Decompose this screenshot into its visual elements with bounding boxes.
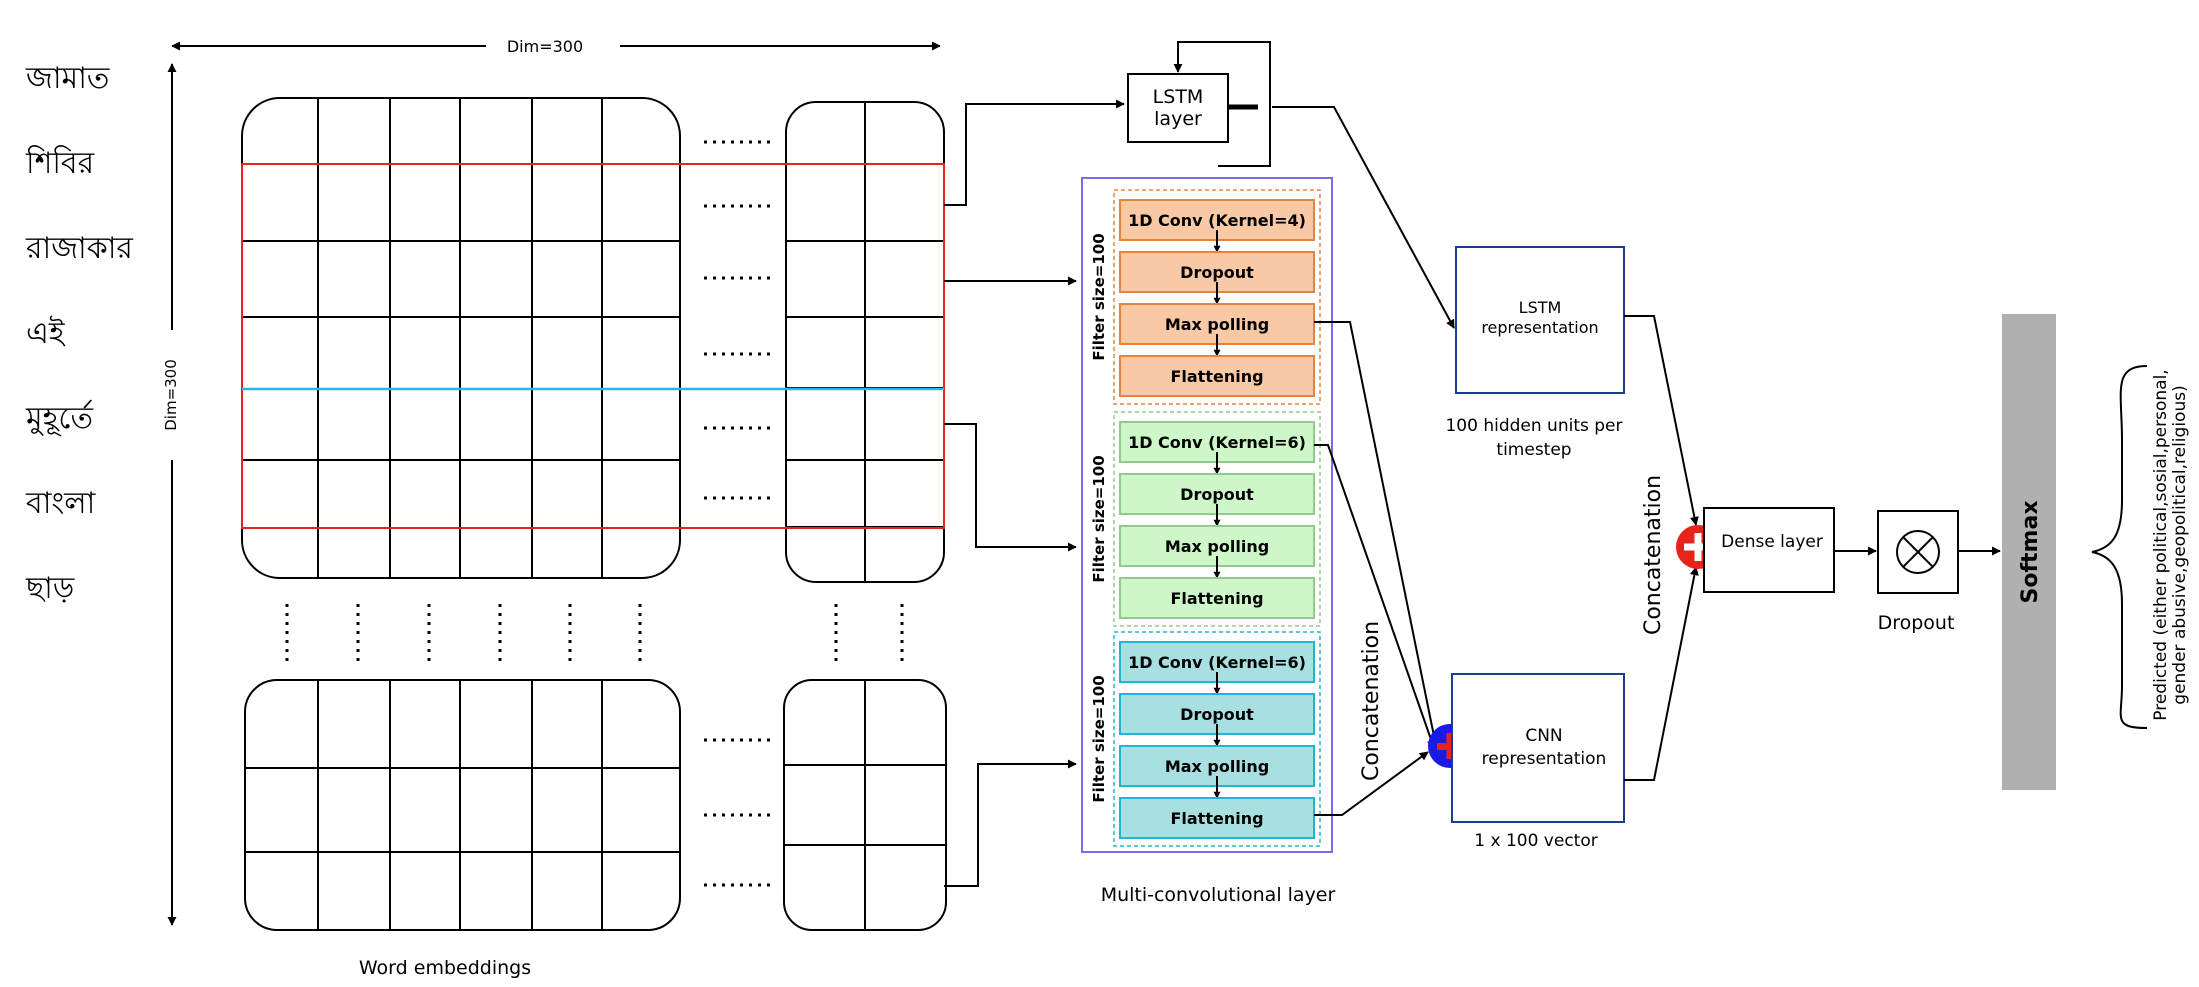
bangla-word: জামাত <box>25 61 110 96</box>
dropout-step-label: Dropout <box>1180 263 1254 282</box>
max-pooling-step-label: Max polling <box>1165 537 1269 556</box>
ellipsis-dots <box>285 140 904 887</box>
filter-size-label: Filter size=100 <box>1090 233 1108 360</box>
multiply-circle-icon <box>1896 530 1940 574</box>
bangla-word: ছাড় <box>25 571 75 606</box>
concat-label-cnn: Concatenation <box>1359 621 1384 781</box>
flattening-step-box <box>1119 355 1315 397</box>
bangla-word: মুহূর্তে <box>25 400 93 436</box>
flattening-step-box <box>1119 797 1315 839</box>
embedding-to-layer-arrows <box>944 99 1125 887</box>
concat-label-final: Concatenation <box>1641 475 1666 635</box>
cnn-representation: CNN representation 1 x 100 vector <box>1451 673 1625 851</box>
dim-vertical-arrow: Dim=300 <box>162 63 180 926</box>
lstm-recurrent-loop <box>1173 41 1271 167</box>
dim-horizontal-arrow: Dim=300 <box>171 37 941 56</box>
max-pooling-step-label: Max polling <box>1165 315 1269 334</box>
lstm-representation-box <box>1455 246 1625 394</box>
multi-conv-outer-box <box>1081 177 1333 853</box>
embedding-matrix-top-left <box>241 97 681 579</box>
bangla-word: রাজাকার <box>25 231 133 266</box>
dense-layer-label: Dense layer <box>1721 532 1823 552</box>
lstm-layer: LSTM layer <box>1127 41 1455 329</box>
cnn-representation-label: representation <box>1482 749 1607 769</box>
repr-to-concat-arrows <box>1624 315 1699 781</box>
bangla-word-list: জামাত শিবির রাজাকার এই মুহূর্তে বাংলা ছা… <box>25 61 133 606</box>
lstm-layer-box <box>1127 73 1229 143</box>
lstm-representation: LSTM representation 100 hidden units per… <box>1445 246 1625 460</box>
dropout-step-box <box>1119 251 1315 293</box>
conv-step-label: 1D Conv (Kernel=4) <box>1128 211 1306 230</box>
flattening-step-label: Flattening <box>1170 589 1263 608</box>
flattening-step-box <box>1119 577 1315 619</box>
lstm-layer-label: LSTM <box>1153 86 1204 108</box>
conv-step-box <box>1119 199 1315 241</box>
lstm-hidden-units-note: timestep <box>1496 440 1571 460</box>
conv-step-label: 1D Conv (Kernel=6) <box>1128 653 1306 672</box>
softmax-bar <box>2002 314 2056 790</box>
lstm-layer-label: layer <box>1154 108 1202 130</box>
lstm-representation-label: representation <box>1481 318 1598 337</box>
bangla-word: শিবির <box>25 145 95 181</box>
cnn-representation-label: CNN <box>1525 726 1562 746</box>
output-brace <box>2091 365 2148 729</box>
highlighted-rows <box>241 163 945 529</box>
lstm-representation-label: LSTM <box>1519 298 1562 317</box>
filter-size-label: Filter size=100 <box>1090 455 1108 582</box>
prediction-label: gender abusive,geopolitical,religious) <box>2170 385 2190 704</box>
word-embeddings-caption: Word embeddings <box>359 957 531 979</box>
dense-layer-box <box>1703 507 1835 593</box>
cnn-vector-note: 1 x 100 vector <box>1474 831 1597 851</box>
lstm-hidden-units-note: 100 hidden units per <box>1445 416 1622 436</box>
cnn-to-concat-arrows <box>1314 321 1439 816</box>
dropout-step-label: Dropout <box>1180 485 1254 504</box>
conv-step-label: 1D Conv (Kernel=6) <box>1128 433 1306 452</box>
dim-horizontal-label: Dim=300 <box>507 37 583 56</box>
dropout-label: Dropout <box>1878 612 1955 634</box>
dropout-step-label: Dropout <box>1180 705 1254 724</box>
bangla-word: বাংলা <box>25 486 97 521</box>
cnn-representation-box <box>1451 673 1625 823</box>
embedding-matrix-top-right <box>785 101 945 583</box>
embedding-matrix-bottom-right <box>783 679 947 931</box>
cnn-block: Filter size=100 1D Conv (Kernel=6) Dropout… <box>1090 631 1321 847</box>
cnn-block: Filter size=100 1D Conv (Kernel=4) Dropout… <box>1090 189 1321 405</box>
flattening-step-label: Flattening <box>1170 367 1263 386</box>
dim-vertical-label: Dim=300 <box>162 359 180 431</box>
max-pooling-step-label: Max polling <box>1165 757 1269 776</box>
cnn-blocks: Filter size=100 1D Conv (Kernel=4) Dropout… <box>1090 189 1321 847</box>
cnn-block: Filter size=100 1D Conv (Kernel=6) Dropout… <box>1090 411 1321 627</box>
softmax-label: Softmax <box>2018 500 2043 603</box>
multi-conv-caption: Multi-convolutional layer <box>1101 884 1336 906</box>
embedding-matrix-bottom-left <box>244 679 681 931</box>
prediction-label: Predicted (either political,sosial,perso… <box>2151 369 2171 720</box>
bangla-word: এই <box>26 316 66 351</box>
flattening-step-label: Flattening <box>1170 809 1263 828</box>
filter-size-label: Filter size=100 <box>1090 675 1108 802</box>
selected-row-range <box>241 163 945 529</box>
